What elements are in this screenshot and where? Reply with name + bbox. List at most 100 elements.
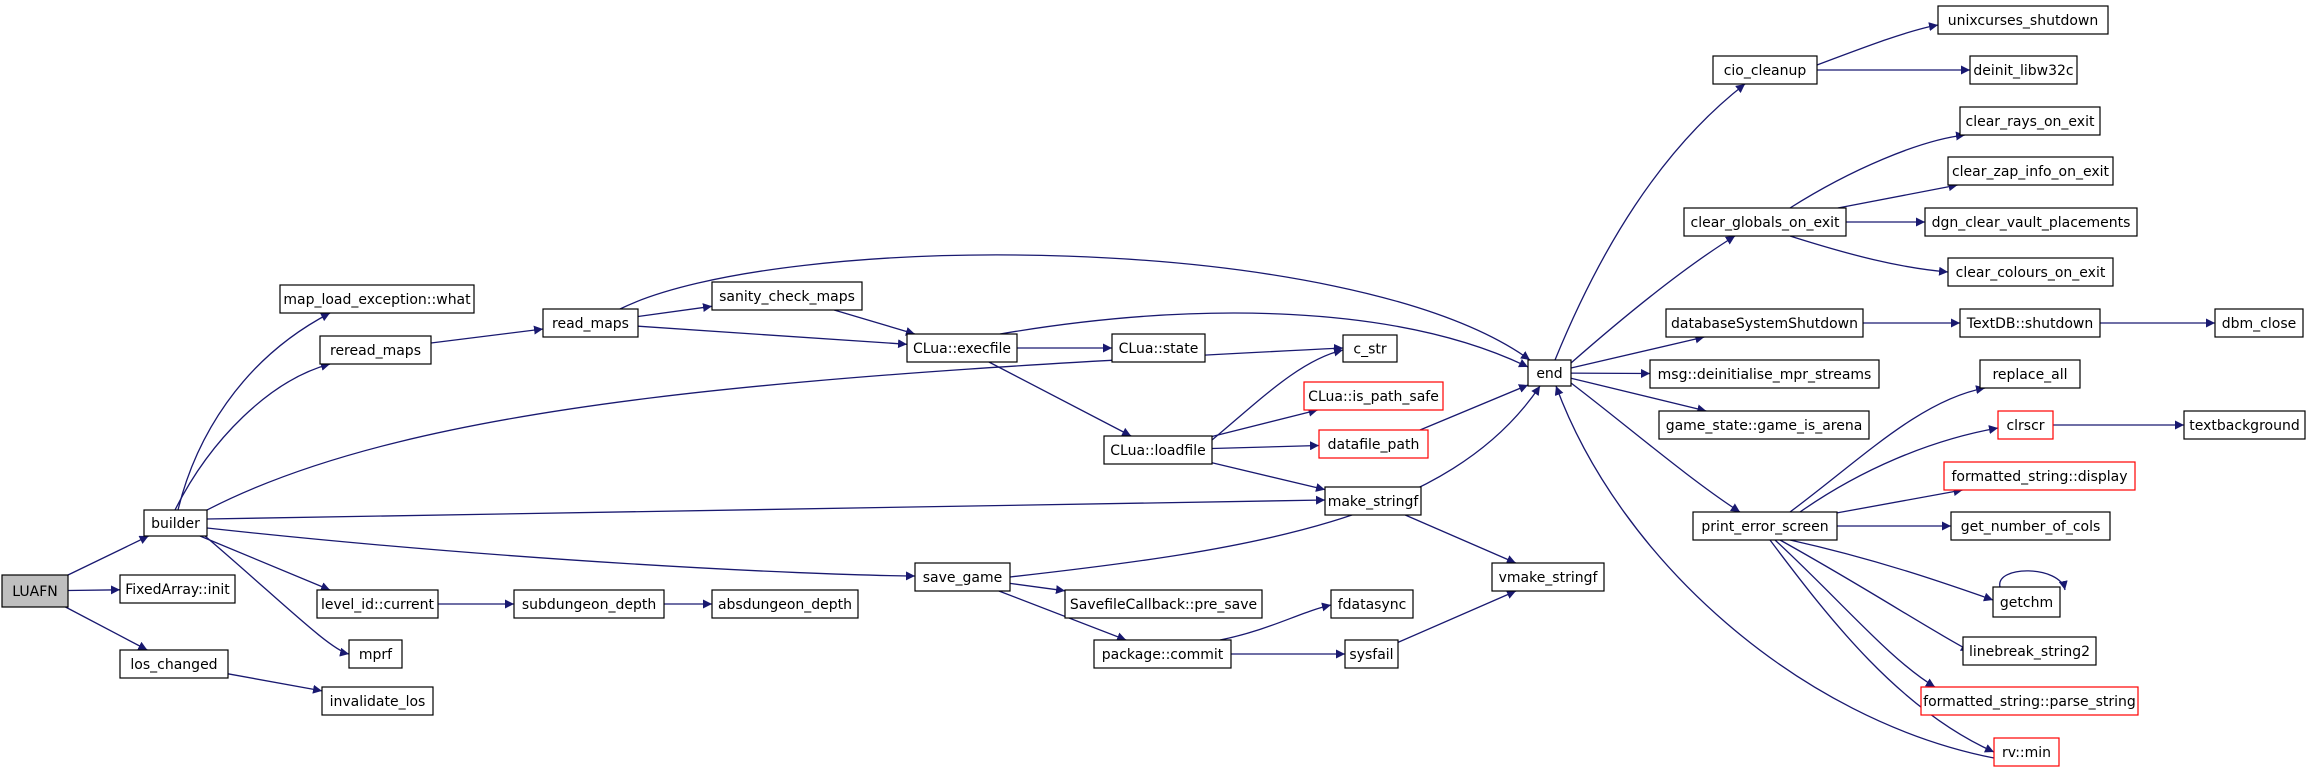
node-rv-min[interactable]: rv::min [1993,737,2060,767]
edge-builder-to-reread_maps [174,361,331,511]
node-c-str[interactable]: c_str [1342,334,1398,363]
node-los-changed[interactable]: los_changed [119,649,229,679]
edge-end-to-databasesystemshutdown [1570,334,1705,369]
node-fs-display[interactable]: formatted_string::display [1943,461,2136,491]
node-label: cio_cleanup [1724,63,1807,79]
node-mprf[interactable]: mprf [348,639,403,669]
edge-read_maps-to-clua_execfile [637,325,908,349]
node-box [1937,5,2109,35]
node-fixedarray-init[interactable]: FixedArray::init [119,574,236,604]
edge-clua_loadfile-to-clua_is_path_safe [1211,407,1318,438]
node-label: dbm_close [2222,316,2296,332]
node-box [1962,636,2097,666]
node-label: CLua::is_path_safe [1308,389,1439,405]
node-builder[interactable]: builder [143,509,208,537]
node-deinit-libw32c[interactable]: deinit_libw32c [1969,55,2078,85]
edge-end-to-game_state_is_arena [1570,377,1707,414]
edge-clua_loadfile-to-c_str [1211,347,1344,441]
node-box [1992,586,2061,618]
node-LUAFN[interactable]: LUAFN [1,574,69,608]
node-msg-deinit[interactable]: msg::deinitialise_mpr_streams [1649,359,1880,389]
node-fs-parse-string[interactable]: formatted_string::parse_string [1920,686,2139,716]
node-subdungeon-depth[interactable]: subdungeon_depth [513,589,665,619]
node-box [1324,486,1422,516]
node-dbm-close[interactable]: dbm_close [2214,308,2304,338]
node-databasesystemshutdown[interactable]: databaseSystemShutdown [1665,308,1864,338]
node-label: clrscr [2006,418,2044,434]
node-game-state-is-arena[interactable]: game_state::game_is_arena [1658,410,1870,440]
node-label: dgn_clear_vault_placements [1932,215,2131,231]
node-box [1649,359,1880,389]
nodes-layer: LUAFN builderFixedArray::initlos_changedi… [1,5,2306,767]
node-linebreak-string2[interactable]: linebreak_string2 [1962,636,2097,666]
node-label: sysfail [1349,647,1393,663]
node-textbackground[interactable]: textbackground [2183,410,2306,440]
node-read-maps[interactable]: read_maps [542,308,639,338]
node-textdb-shutdown[interactable]: TextDB::shutdown [1959,308,2101,338]
node-box [1979,359,2081,389]
node-label: save_game [923,570,1003,586]
node-label: read_maps [552,316,629,332]
node-invalidate-los[interactable]: invalidate_los [321,686,434,716]
node-box [1993,737,2060,767]
node-box [1959,106,2101,136]
edge-builder-to-save_game [206,527,916,581]
node-vmake-stringf[interactable]: vmake_stringf [1491,562,1605,592]
node-save-game[interactable]: save_game [914,562,1011,592]
edge-end-to-print_error_screen [1570,382,1741,513]
node-clrscr[interactable]: clrscr [1997,410,2054,440]
node-label: SavefileCallback::pre_save [1070,597,1257,613]
node-label: end [1536,366,1562,382]
node-label: replace_all [1992,367,2067,383]
node-unixcurses-shutdown[interactable]: unixcurses_shutdown [1937,5,2109,35]
node-clear-globals-on-exit[interactable]: clear_globals_on_exit [1683,207,1847,237]
edge-read_maps-to-sanity_check_maps [637,303,713,318]
node-end[interactable]: end [1527,359,1572,387]
node-absdungeon-depth[interactable]: absdungeon_depth [711,589,859,619]
node-label: formatted_string::display [1951,469,2127,485]
node-map-load-exception-what[interactable]: map_load_exception::what [279,284,475,314]
node-replace-all[interactable]: replace_all [1979,359,2081,389]
node-clua-state[interactable]: CLua::state [1111,333,1206,363]
node-print-error-screen[interactable]: print_error_screen [1692,511,1838,541]
edge-los_changed-to-invalidate_los [227,673,323,694]
edge-builder-to-level_id_current [199,535,331,591]
node-label: clear_colours_on_exit [1956,265,2106,281]
edge-clua_execfile-to-clua_loadfile [988,361,1132,437]
node-clear-colours-on-exit[interactable]: clear_colours_on_exit [1947,257,2114,287]
node-clua-execfile[interactable]: CLua::execfile [906,333,1018,363]
edge-sanity_check_maps-to-clua_execfile [833,309,916,336]
node-fdatasync[interactable]: fdatasync [1330,589,1414,619]
node-label: clear_globals_on_exit [1691,215,1841,231]
node-label: subdungeon_depth [522,597,656,613]
node-box [119,649,229,679]
node-getchm[interactable]: getchm [1992,586,2061,618]
node-box [1491,562,1605,592]
edge-end-to-clear_globals_on_exit [1570,235,1736,364]
node-label: clear_rays_on_exit [1966,114,2095,130]
node-clear-zap-info-on-exit[interactable]: clear_zap_info_on_exit [1947,156,2114,186]
node-clua-is-path-safe[interactable]: CLua::is_path_safe [1303,381,1444,411]
node-level-id-current[interactable]: level_id::current [316,589,439,619]
node-sysfail[interactable]: sysfail [1344,639,1399,669]
node-clear-rays-on-exit[interactable]: clear_rays_on_exit [1959,106,2101,136]
node-label: datafile_path [1328,437,1420,453]
edge-builder-to-make_stringf [206,495,1326,520]
node-package-commit[interactable]: package::commit [1093,639,1232,669]
node-clua-loadfile[interactable]: CLua::loadfile [1103,435,1213,465]
node-sanity-check-maps[interactable]: sanity_check_maps [711,281,863,311]
node-reread-maps[interactable]: reread_maps [319,335,432,365]
node-datafile-path[interactable]: datafile_path [1318,429,1429,459]
node-get-number-of-cols[interactable]: get_number_of_cols [1950,511,2111,541]
edge-LUAFN-to-builder [67,535,149,576]
node-label: invalidate_los [330,694,426,710]
node-make-stringf[interactable]: make_stringf [1324,486,1422,516]
edge-print_error_screen-to-fs_display [1836,487,1963,514]
node-cio-cleanup[interactable]: cio_cleanup [1712,55,1818,85]
edge-clear_globals_on_exit-to-clear_rays_on_exit [1789,131,1966,209]
edge-print_error_screen-to-clrscr [1799,425,1999,513]
node-box [143,509,208,537]
node-dgn-clear-vault-placements[interactable]: dgn_clear_vault_placements [1924,207,2138,237]
node-savefilecallback-pre-save[interactable]: SavefileCallback::pre_save [1064,589,1263,619]
node-label: LUAFN [12,584,57,600]
